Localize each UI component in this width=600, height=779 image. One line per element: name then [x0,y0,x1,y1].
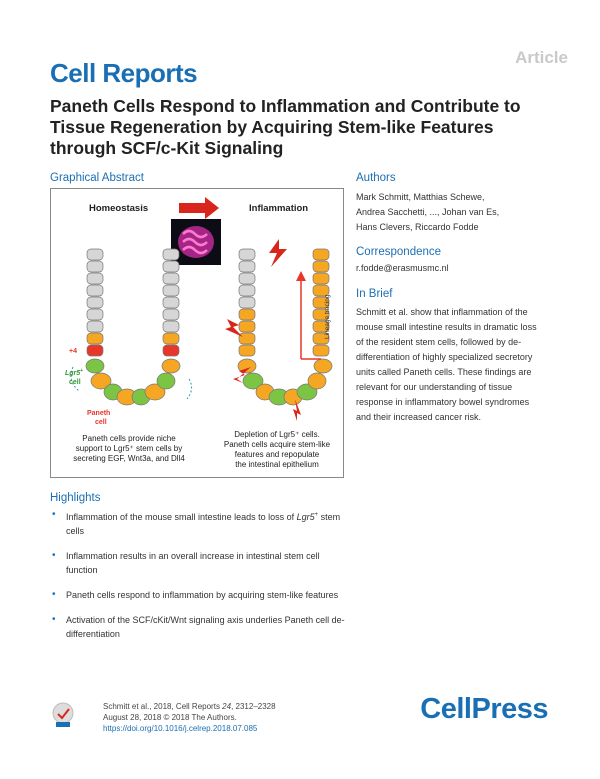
author-line: Andrea Sacchetti, ..., Johan van Es, [356,207,500,217]
inflammation-crypt: Lineage tracing [225,239,333,421]
graphical-abstract-illustration: Homeostasis Inflammation [65,197,333,469]
paneth-label: Paneth [87,410,110,417]
authors-heading: Authors [356,172,396,184]
homeostasis-caption: Paneth cells provide niche support to Lg… [73,434,185,463]
svg-text:Paneth cells provide niche: Paneth cells provide niche [82,434,176,443]
graphical-abstract-heading: Graphical Abstract [50,172,144,184]
highlights-heading: Highlights [50,492,101,504]
cellpress-logo: CellPress [420,693,548,725]
graphical-abstract-figure: Homeostasis Inflammation [50,188,344,478]
svg-text:Depletion of Lgr5⁺ cells.: Depletion of Lgr5⁺ cells. [234,430,320,439]
lgr5-label: Lgr5 [65,370,80,377]
highlight-item: •Activation of the SCF/cKit/Wnt signalin… [52,614,345,639]
authors-list: Mark Schmitt, Matthias Schewe, Andrea Sa… [356,190,556,235]
bullet-icon: • [52,589,56,600]
homeostasis-crypt: +4 Lgr5+ cell Paneth cell [65,248,193,426]
article-title: Paneth Cells Respond to Inflammation and… [50,96,521,158]
svg-text:secreting EGF, Wnt3a, and Dll4: secreting EGF, Wnt3a, and Dll4 [73,454,185,463]
in-brief-heading: In Brief [356,288,393,300]
svg-text:Paneth cells acquire stem-like: Paneth cells acquire stem-like [224,440,331,449]
bullet-icon: • [52,509,56,520]
doi-link[interactable]: https://doi.org/10.1016/j.celrep.2018.07… [103,724,258,733]
journal-logo: Cell Reports [50,58,198,88]
article-type-label: Article [515,48,568,67]
highlight-item: •Inflammation of the mouse small intesti… [52,509,341,536]
svg-text:support to Lgr5⁺ stem cells by: support to Lgr5⁺ stem cells by [76,444,183,453]
lineage-tracing-arrow-icon [296,271,321,360]
bullet-icon: • [52,614,56,625]
highlight-item: •Inflammation results in an overall incr… [52,550,320,575]
intestine-image [171,219,221,265]
citation-date: August 28, 2018 © 2018 The Authors. [103,713,237,722]
paneth-cell-label: cell [95,419,107,426]
lgr5-cell-label: cell [69,379,81,386]
plus4-label: +4 [69,348,77,355]
inflammation-bolt-icon [225,239,301,421]
highlights-list: •Inflammation of the mouse small intesti… [50,508,350,652]
transition-arrow-icon [179,197,219,219]
citation-line: Schmitt et al., 2018, Cell Reports 24, 2… [103,702,276,711]
author-line: Mark Schmitt, Matthias Schewe, [356,192,485,202]
citation-block: Schmitt et al., 2018, Cell Reports 24, 2… [103,701,276,734]
lineage-tracing-label: Lineage tracing [324,294,331,339]
homeostasis-title: Homeostasis [89,203,148,214]
in-brief-text: Schmitt et al. show that inflammation of… [356,307,537,422]
crossmark-icon[interactable] [52,702,74,728]
correspondence-heading: Correspondence [356,246,442,258]
author-line: Hans Clevers, Riccardo Fodde [356,222,479,232]
highlight-item: •Paneth cells respond to inflammation by… [52,589,339,600]
inflammation-caption: Depletion of Lgr5⁺ cells. Paneth cells a… [224,430,331,469]
svg-text:features and repopulate: features and repopulate [235,450,320,459]
bullet-icon: • [52,550,56,561]
correspondence-email[interactable]: r.fodde@erasmusmc.nl [356,263,449,273]
svg-text:the intestinal epithelium: the intestinal epithelium [235,460,319,469]
svg-text:Lgr5+: Lgr5+ [65,368,83,377]
inflammation-title: Inflammation [249,203,308,214]
